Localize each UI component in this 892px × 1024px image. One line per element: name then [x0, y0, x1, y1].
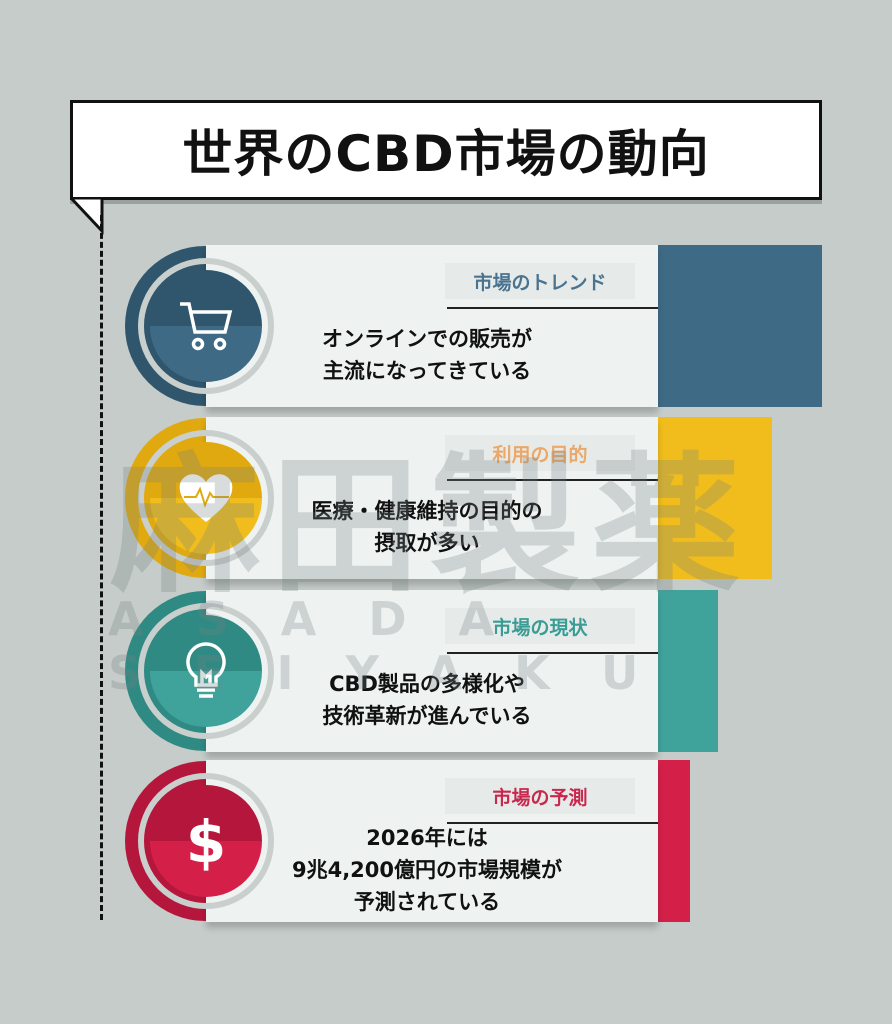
title-banner: 世界のCBD市場の動向	[70, 100, 822, 200]
card-label: 利用の目的	[445, 435, 635, 471]
icon-ring	[138, 258, 274, 394]
icon-ring	[138, 430, 274, 566]
card-text-line: 医療・健康維持の目的の	[311, 499, 543, 523]
card-body: 2026年には 9兆4,200億円の市場規模が予測されている	[262, 822, 592, 918]
card-text-line: 摂取が多い	[374, 531, 480, 555]
dashed-timeline	[100, 215, 103, 920]
card-text-line: 主流になってきている	[322, 359, 532, 383]
card-body: 医療・健康維持の目的の摂取が多い	[262, 495, 592, 559]
card-label: 市場の現状	[445, 608, 635, 644]
color-bar	[640, 245, 822, 407]
card-text-line: 予測されている	[353, 890, 501, 914]
svg-text:$: $	[186, 810, 226, 872]
banner-tail	[70, 197, 104, 235]
page-title: 世界のCBD市場の動向	[182, 125, 710, 183]
divider	[447, 479, 658, 481]
divider	[447, 307, 658, 309]
card-text-line: 技術革新が進んでいる	[322, 704, 532, 728]
divider	[447, 822, 658, 824]
card-body: CBD製品の多様化や技術革新が進んでいる	[262, 668, 592, 732]
card-text-line: CBD製品の多様化や	[329, 672, 525, 696]
divider	[447, 652, 658, 654]
trend-card: 市場の現状 CBD製品の多様化や技術革新が進んでいる	[0, 590, 892, 752]
lightbulb-icon	[150, 615, 262, 727]
trend-card: 利用の目的 医療・健康維持の目的の摂取が多い	[0, 417, 892, 579]
card-text-line: オンラインでの販売が	[322, 327, 532, 351]
card-text-line: 9兆4,200億円の市場規模が	[291, 858, 563, 882]
card-label: 市場のトレンド	[445, 263, 635, 299]
color-bar	[640, 417, 772, 579]
heart-pulse-icon	[150, 442, 262, 554]
card-body: オンラインでの販売が主流になってきている	[262, 323, 592, 387]
shopping-cart-icon	[150, 270, 262, 382]
trend-card: 市場のトレンド オンラインでの販売が主流になってきている	[0, 245, 892, 407]
dollar-icon: $	[150, 785, 262, 897]
trend-card: $ 市場の予測 2026年には 9兆4,200億円の市場規模が予測されている	[0, 760, 892, 922]
icon-ring	[138, 603, 274, 739]
card-label: 市場の予測	[445, 778, 635, 814]
card-text-line: 2026年には	[366, 826, 488, 850]
icon-ring	[138, 773, 274, 909]
